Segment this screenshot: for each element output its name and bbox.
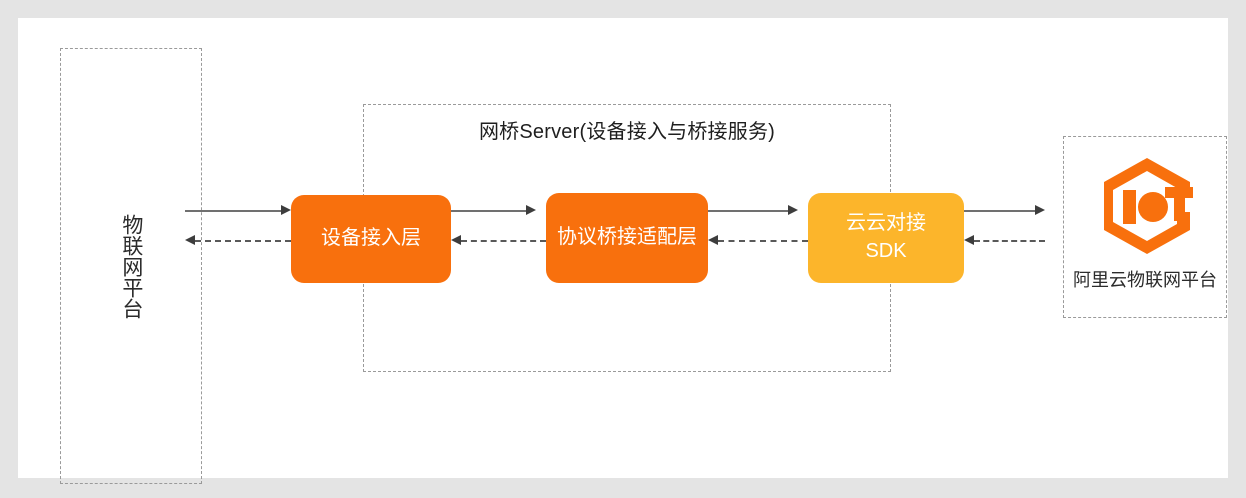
- connector-protocol-bridge-to-device-access: [461, 240, 546, 242]
- arrowhead-right-device-access-to-protocol-bridge: [526, 205, 536, 215]
- arrowhead-left-cloud-platform-to-cloud-sdk: [964, 235, 974, 245]
- connector-device-access-to-protocol-bridge: [451, 210, 526, 212]
- node-protocol-bridge-adapter-layer-label: 协议桥接适配层: [557, 226, 697, 249]
- connector-cloud-sdk-to-cloud-platform: [964, 210, 1035, 212]
- arrowhead-left-protocol-bridge-to-device-access: [451, 235, 461, 245]
- left-iot-platform-label: 物联网平台: [119, 213, 143, 319]
- node-device-access-layer[interactable]: 设备接入层: [291, 195, 451, 283]
- left-iot-platform-container: 物联网平台: [60, 48, 202, 484]
- aliyun-iot-platform-container: [1063, 136, 1227, 318]
- connector-cloud-platform-to-cloud-sdk: [974, 240, 1045, 242]
- node-cloud-to-cloud-sdk[interactable]: 云云对接 SDK: [808, 193, 964, 283]
- diagram-page: 物联网平台 网桥Server(设备接入与桥接服务) 设备接入层 协议桥接适配层 …: [18, 18, 1228, 484]
- arrowhead-right-left-platform-to-device-access: [281, 205, 291, 215]
- bridge-server-title: 网桥Server(设备接入与桥接服务): [478, 121, 776, 143]
- node-cloud-to-cloud-sdk-label-line1: 云云对接: [846, 212, 926, 235]
- iot-hexagon-logo-icon: [1104, 158, 1193, 254]
- connector-device-access-to-left-platform: [195, 240, 291, 242]
- connector-cloud-sdk-to-protocol-bridge: [718, 240, 808, 242]
- arrowhead-right-protocol-bridge-to-cloud-sdk: [788, 205, 798, 215]
- connector-protocol-bridge-to-cloud-sdk: [708, 210, 788, 212]
- node-cloud-to-cloud-sdk-label-line2: SDK: [865, 240, 907, 262]
- arrowhead-left-cloud-sdk-to-protocol-bridge: [708, 235, 718, 245]
- node-protocol-bridge-adapter-layer[interactable]: 协议桥接适配层: [546, 193, 708, 283]
- aliyun-iot-platform-label: 阿里云物联网平台: [1073, 270, 1217, 290]
- connector-left-platform-to-device-access: [185, 210, 281, 212]
- arrowhead-right-cloud-sdk-to-cloud-platform: [1035, 205, 1045, 215]
- node-device-access-layer-label: 设备接入层: [321, 227, 421, 250]
- arrowhead-left-device-access-to-left-platform: [185, 235, 195, 245]
